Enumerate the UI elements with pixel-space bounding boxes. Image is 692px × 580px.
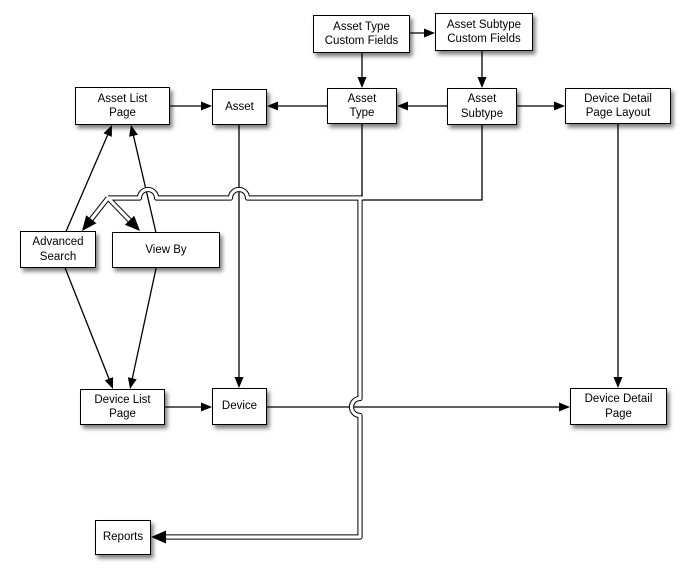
node-asset: Asset: [212, 89, 267, 125]
edge-dlp-to-device-arrowhead: [201, 402, 212, 412]
node-device: Device: [212, 388, 267, 425]
node-advanced-search: Advanced Search: [20, 231, 96, 268]
edge-ddpl-to-ddp-arrowhead: [613, 377, 623, 388]
edge-alp-dlp-via-viewby-arrowhead: [127, 377, 137, 389]
edge-alp-dlp-via-search-arrowhead-start: [103, 125, 112, 137]
node-view-by: View By: [112, 232, 220, 268]
node-label: Asset Type Custom Fields: [324, 20, 399, 47]
edge-alp-to-asset-arrowhead: [201, 101, 212, 111]
node-device-list-page: Device List Page: [80, 389, 165, 425]
node-label: View By: [145, 243, 187, 256]
edge-tube-to-reports-arrowhead: [151, 530, 166, 544]
node-label: Device Detail Page Layout: [584, 92, 652, 119]
edge-asset-subtype-to-type-arrowhead: [397, 101, 408, 111]
edge-asset-subtype-to-ddpl-arrowhead: [554, 101, 565, 111]
node-asset-subtype-custom-fields: Asset Subtype Custom Fields: [435, 13, 533, 51]
edge-tube-to-advanced-search-inner: [88, 197, 110, 223]
node-device-detail-page: Device Detail Page: [570, 388, 667, 425]
node-device-detail-page-layout: Device Detail Page Layout: [565, 88, 671, 124]
node-asset-subtype: Asset Subtype: [447, 88, 517, 125]
edge-tube-to-view-by-inner: [106, 196, 133, 224]
node-label: Reports: [102, 531, 144, 544]
node-label: Asset Subtype: [460, 93, 504, 120]
node-label: Asset: [225, 100, 254, 113]
edge-asset-to-device-arrowhead: [234, 377, 244, 388]
node-reports: Reports: [95, 520, 151, 555]
edge-tube-to-advanced-search-arrowhead: [82, 215, 97, 231]
edge-alp-dlp-via-search-arrowhead: [104, 377, 114, 389]
edge-atcf-to-asset-type-arrowhead: [357, 77, 367, 88]
edge-tube-to-reports-inner: [163, 198, 362, 539]
edge-asset-type-to-asset-arrowhead: [267, 101, 278, 111]
node-asset-list-page: Asset List Page: [75, 87, 170, 125]
edge-alp-dlp-via-viewby-arrowhead-start: [129, 125, 138, 137]
node-asset-type: Asset Type: [327, 88, 397, 124]
edge-asset-subtype-to-junction-line: [361, 125, 483, 201]
node-label: Asset Subtype Custom Fields: [446, 18, 522, 45]
edge-ascf-to-asset-subtype-arrowhead: [477, 77, 487, 88]
edge-device-to-ddp-arrowhead: [559, 402, 570, 412]
node-label: Device Detail Page: [584, 393, 653, 420]
edge-atcf-to-ascf-arrowhead: [424, 28, 435, 38]
node-label: Asset List Page: [97, 92, 148, 119]
edge-tube-to-view-by-arrowhead: [124, 215, 140, 231]
node-asset-type-custom-fields: Asset Type Custom Fields: [313, 15, 410, 53]
edge-tube-horizontal-inner: [108, 187, 363, 200]
node-label: Device List Page: [94, 393, 151, 420]
node-label: Device: [221, 400, 258, 413]
node-label: Advanced Search: [32, 236, 84, 263]
node-label: Asset Type: [347, 92, 377, 119]
